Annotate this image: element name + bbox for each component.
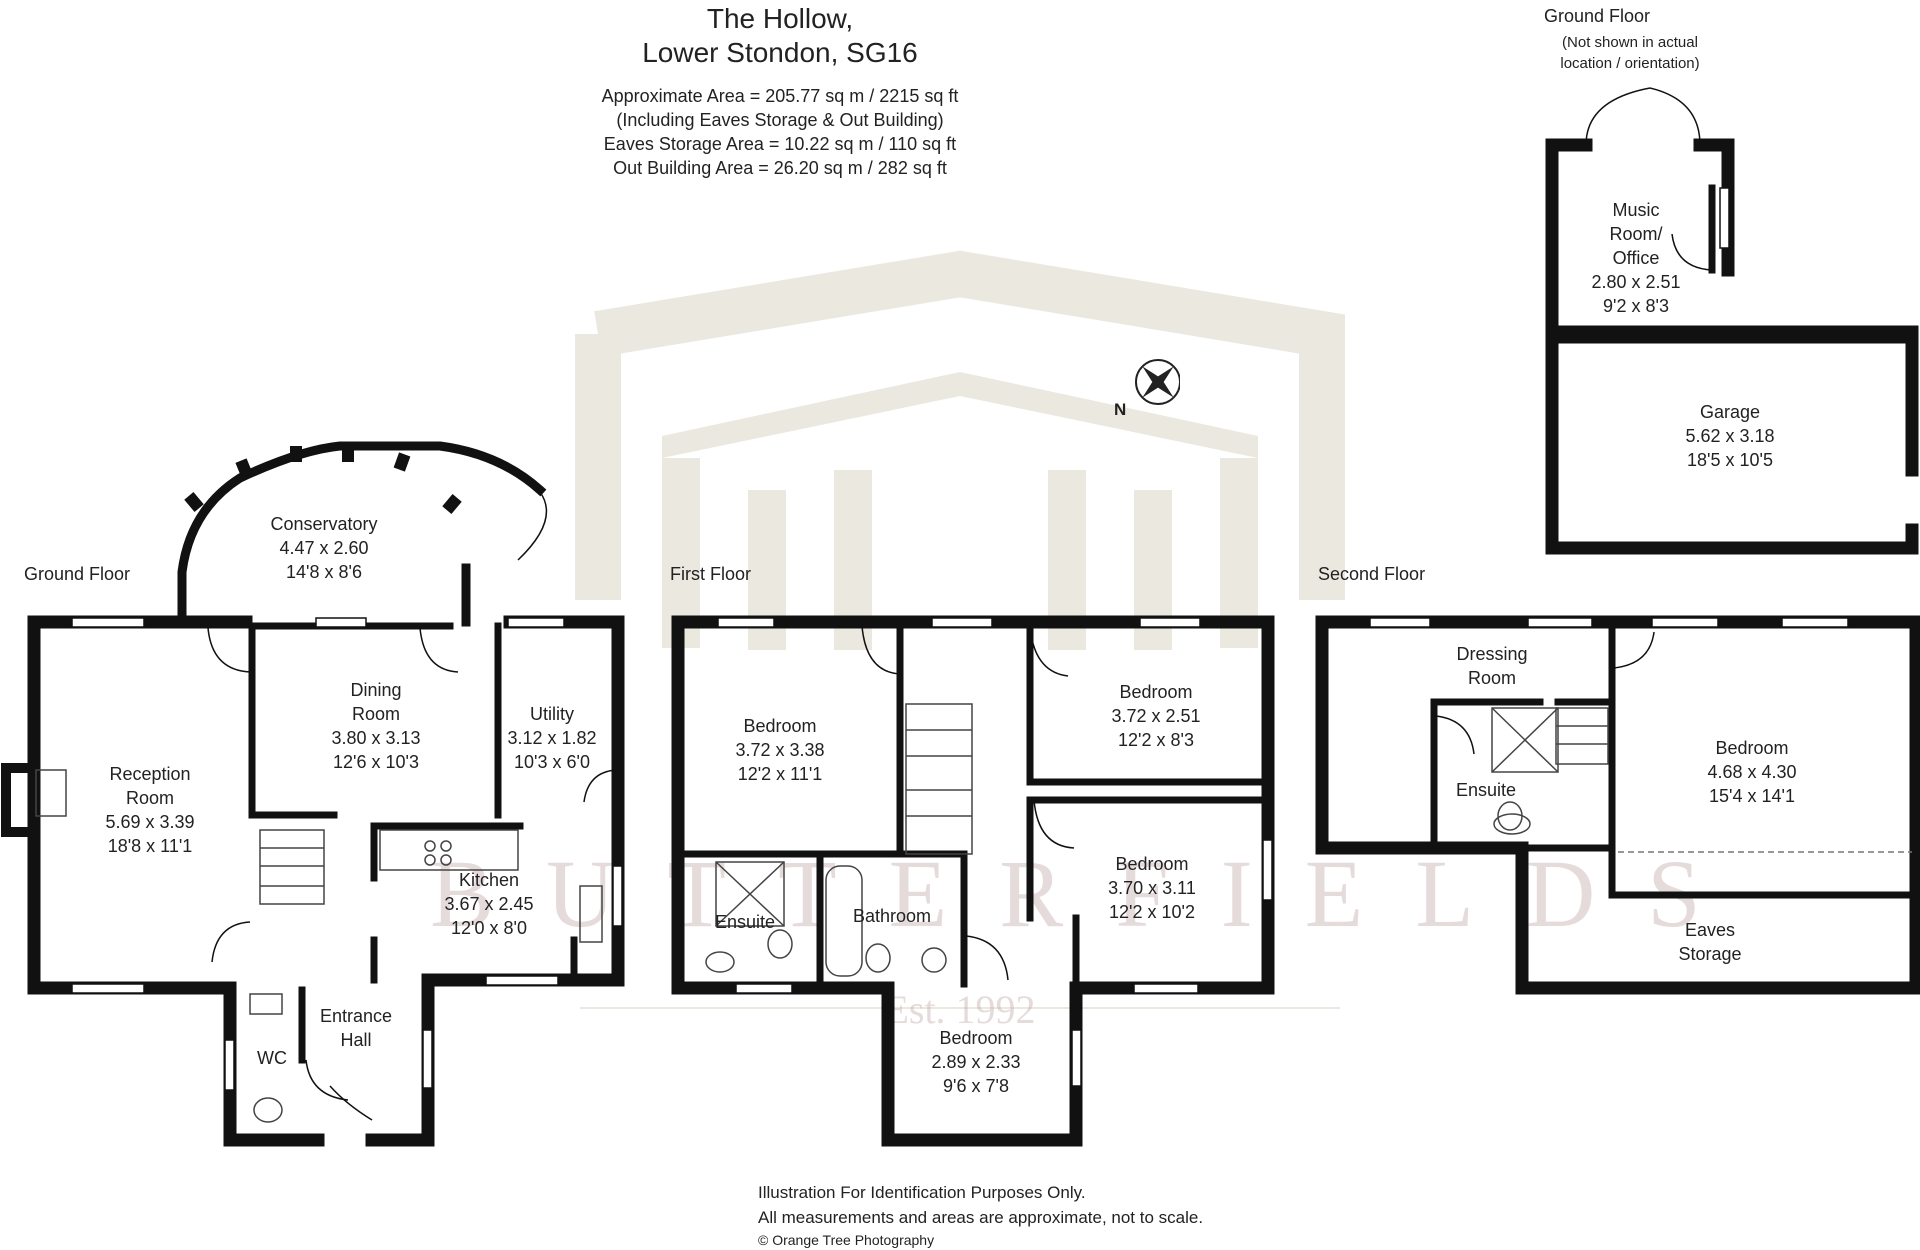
disclaimer-line: Illustration For Identification Purposes… xyxy=(758,1183,1086,1202)
compass-north-label: N xyxy=(1114,400,1127,419)
watermark-text: BUTTERFIELDS xyxy=(430,840,1753,947)
room-music-office: Music Room/ Office 2.80 x 2.51 9'2 x 8'3 xyxy=(1580,198,1692,318)
photo-credit: © Orange Tree Photography xyxy=(758,1232,935,1248)
watermark-est: Est. 1992 xyxy=(884,987,1036,1032)
room-size-metric: 3.72 x 3.38 xyxy=(735,740,825,760)
room-name: Bathroom xyxy=(852,906,932,926)
room-name: WC xyxy=(257,1048,287,1068)
room-name: Room xyxy=(1467,668,1516,688)
room-garage: Garage 5.62 x 3.18 18'5 x 10'5 xyxy=(1664,400,1796,472)
room-name: Ensuite xyxy=(714,912,776,932)
room-size-imperial: 15'4 x 14'1 xyxy=(1709,786,1795,806)
room-size-imperial: 14'8 x 8'6 xyxy=(286,562,362,582)
room-name: Dining xyxy=(350,680,402,700)
room-size-imperial: 10'3 x 6'0 xyxy=(514,752,590,772)
footer-disclaimer: Illustration For Identification Purposes… xyxy=(758,1180,1278,1250)
room-bedroom-4: Bedroom 2.89 x 2.33 9'6 x 7'8 xyxy=(910,1026,1042,1098)
room-conservatory: Conservatory 4.47 x 2.60 14'8 x 8'6 xyxy=(236,512,412,584)
room-size-metric: 3.67 x 2.45 xyxy=(444,894,534,914)
room-eaves-storage: Eaves Storage xyxy=(1660,918,1760,966)
area-summary: Approximate Area = 205.77 sq m / 2215 sq… xyxy=(530,84,1030,180)
room-name: Reception xyxy=(109,764,191,784)
room-size-imperial: 12'2 x 8'3 xyxy=(1118,730,1194,750)
room-dressing: Dressing Room xyxy=(1434,642,1550,690)
room-name: Office xyxy=(1612,248,1660,268)
compass-icon xyxy=(1135,359,1180,405)
room-size-imperial: 12'0 x 8'0 xyxy=(451,918,527,938)
room-ensuite-first: Ensuite xyxy=(700,910,790,934)
room-bedroom-1: Bedroom 3.72 x 3.38 12'2 x 11'1 xyxy=(714,714,846,786)
room-name: Bedroom xyxy=(939,1028,1013,1048)
area-eaves: Eaves Storage Area = 10.22 sq m / 110 sq… xyxy=(603,134,957,154)
room-size-imperial: 12'2 x 11'1 xyxy=(737,764,823,784)
room-size-imperial: 9'6 x 7'8 xyxy=(943,1076,1009,1096)
room-size-imperial: 12'2 x 10'2 xyxy=(1109,902,1195,922)
room-dining: Dining Room 3.80 x 3.13 12'6 x 10'3 xyxy=(296,678,456,774)
floor-label-ground: Ground Floor xyxy=(24,564,131,584)
room-size-metric: 3.80 x 3.13 xyxy=(331,728,421,748)
room-name: Entrance xyxy=(319,1006,393,1026)
room-size-metric: 4.68 x 4.30 xyxy=(1707,762,1797,782)
room-bedroom-5: Bedroom 4.68 x 4.30 15'4 x 14'1 xyxy=(1684,736,1820,808)
room-ensuite-second: Ensuite xyxy=(1446,778,1526,802)
area-outbuilding: Out Building Area = 26.20 sq m / 282 sq … xyxy=(613,158,947,178)
area-total: Approximate Area = 205.77 sq m / 2215 sq… xyxy=(601,86,959,106)
room-name: Storage xyxy=(1678,944,1742,964)
room-name: Music xyxy=(1612,200,1660,220)
room-size-metric: 3.70 x 3.11 xyxy=(1108,878,1196,898)
room-size-metric: 5.69 x 3.39 xyxy=(105,812,195,832)
room-size-metric: 3.12 x 1.82 xyxy=(507,728,597,748)
room-reception: Reception Room 5.69 x 3.39 18'8 x 11'1 xyxy=(70,762,230,858)
room-name: Room/ xyxy=(1609,224,1663,244)
room-size-metric: 5.62 x 3.18 xyxy=(1685,426,1775,446)
room-name: Kitchen xyxy=(458,870,520,890)
floor-label-first: First Floor xyxy=(670,564,751,584)
room-name: Conservatory xyxy=(270,514,378,534)
room-name: Bedroom xyxy=(1119,682,1193,702)
room-name: Hall xyxy=(340,1030,372,1050)
outbuilding-note: (Not shown in actual location / orientat… xyxy=(1520,32,1740,74)
room-size-imperial: 18'8 x 11'1 xyxy=(107,836,193,856)
room-name: Utility xyxy=(530,704,574,724)
property-name: The Hollow, xyxy=(706,3,854,34)
room-size-imperial: 9'2 x 8'3 xyxy=(1603,296,1669,316)
disclaimer-line: All measurements and areas are approxima… xyxy=(758,1208,1204,1227)
room-size-metric: 2.80 x 2.51 xyxy=(1591,272,1681,292)
room-name: Ensuite xyxy=(1455,780,1517,800)
floor-label-second: Second Floor xyxy=(1318,564,1426,584)
room-entrance-hall: Entrance Hall xyxy=(306,1004,406,1052)
room-name: Bedroom xyxy=(743,716,817,736)
room-utility: Utility 3.12 x 1.82 10'3 x 6'0 xyxy=(496,702,608,774)
room-size-metric: 2.89 x 2.33 xyxy=(931,1052,1021,1072)
room-bedroom-2: Bedroom 3.72 x 2.51 12'2 x 8'3 xyxy=(1090,680,1222,752)
room-bedroom-3: Bedroom 3.70 x 3.11 12'2 x 10'2 xyxy=(1086,852,1218,924)
outbuilding-note-line: location / orientation) xyxy=(1560,55,1700,72)
room-name: Room xyxy=(125,788,174,808)
area-note: (Including Eaves Storage & Out Building) xyxy=(616,110,944,130)
floor-label-outbuilding: Ground Floor xyxy=(1544,6,1651,26)
room-name: Room xyxy=(351,704,400,724)
outbuilding-note-line: (Not shown in actual xyxy=(1562,34,1698,51)
room-name: Bedroom xyxy=(1115,854,1189,874)
room-size-imperial: 18'5 x 10'5 xyxy=(1687,450,1773,470)
room-bathroom: Bathroom xyxy=(840,904,944,928)
room-size-imperial: 12'6 x 10'3 xyxy=(333,752,419,772)
room-name: Garage xyxy=(1699,402,1761,422)
room-name: Bedroom xyxy=(1715,738,1789,758)
room-size-metric: 3.72 x 2.51 xyxy=(1111,706,1201,726)
room-name: Eaves xyxy=(1684,920,1736,940)
room-kitchen: Kitchen 3.67 x 2.45 12'0 x 8'0 xyxy=(424,868,554,940)
room-wc: WC xyxy=(248,1046,296,1070)
room-size-metric: 4.47 x 2.60 xyxy=(279,538,369,558)
room-name: Dressing xyxy=(1456,644,1528,664)
property-location: Lower Stondon, SG16 xyxy=(642,37,918,68)
